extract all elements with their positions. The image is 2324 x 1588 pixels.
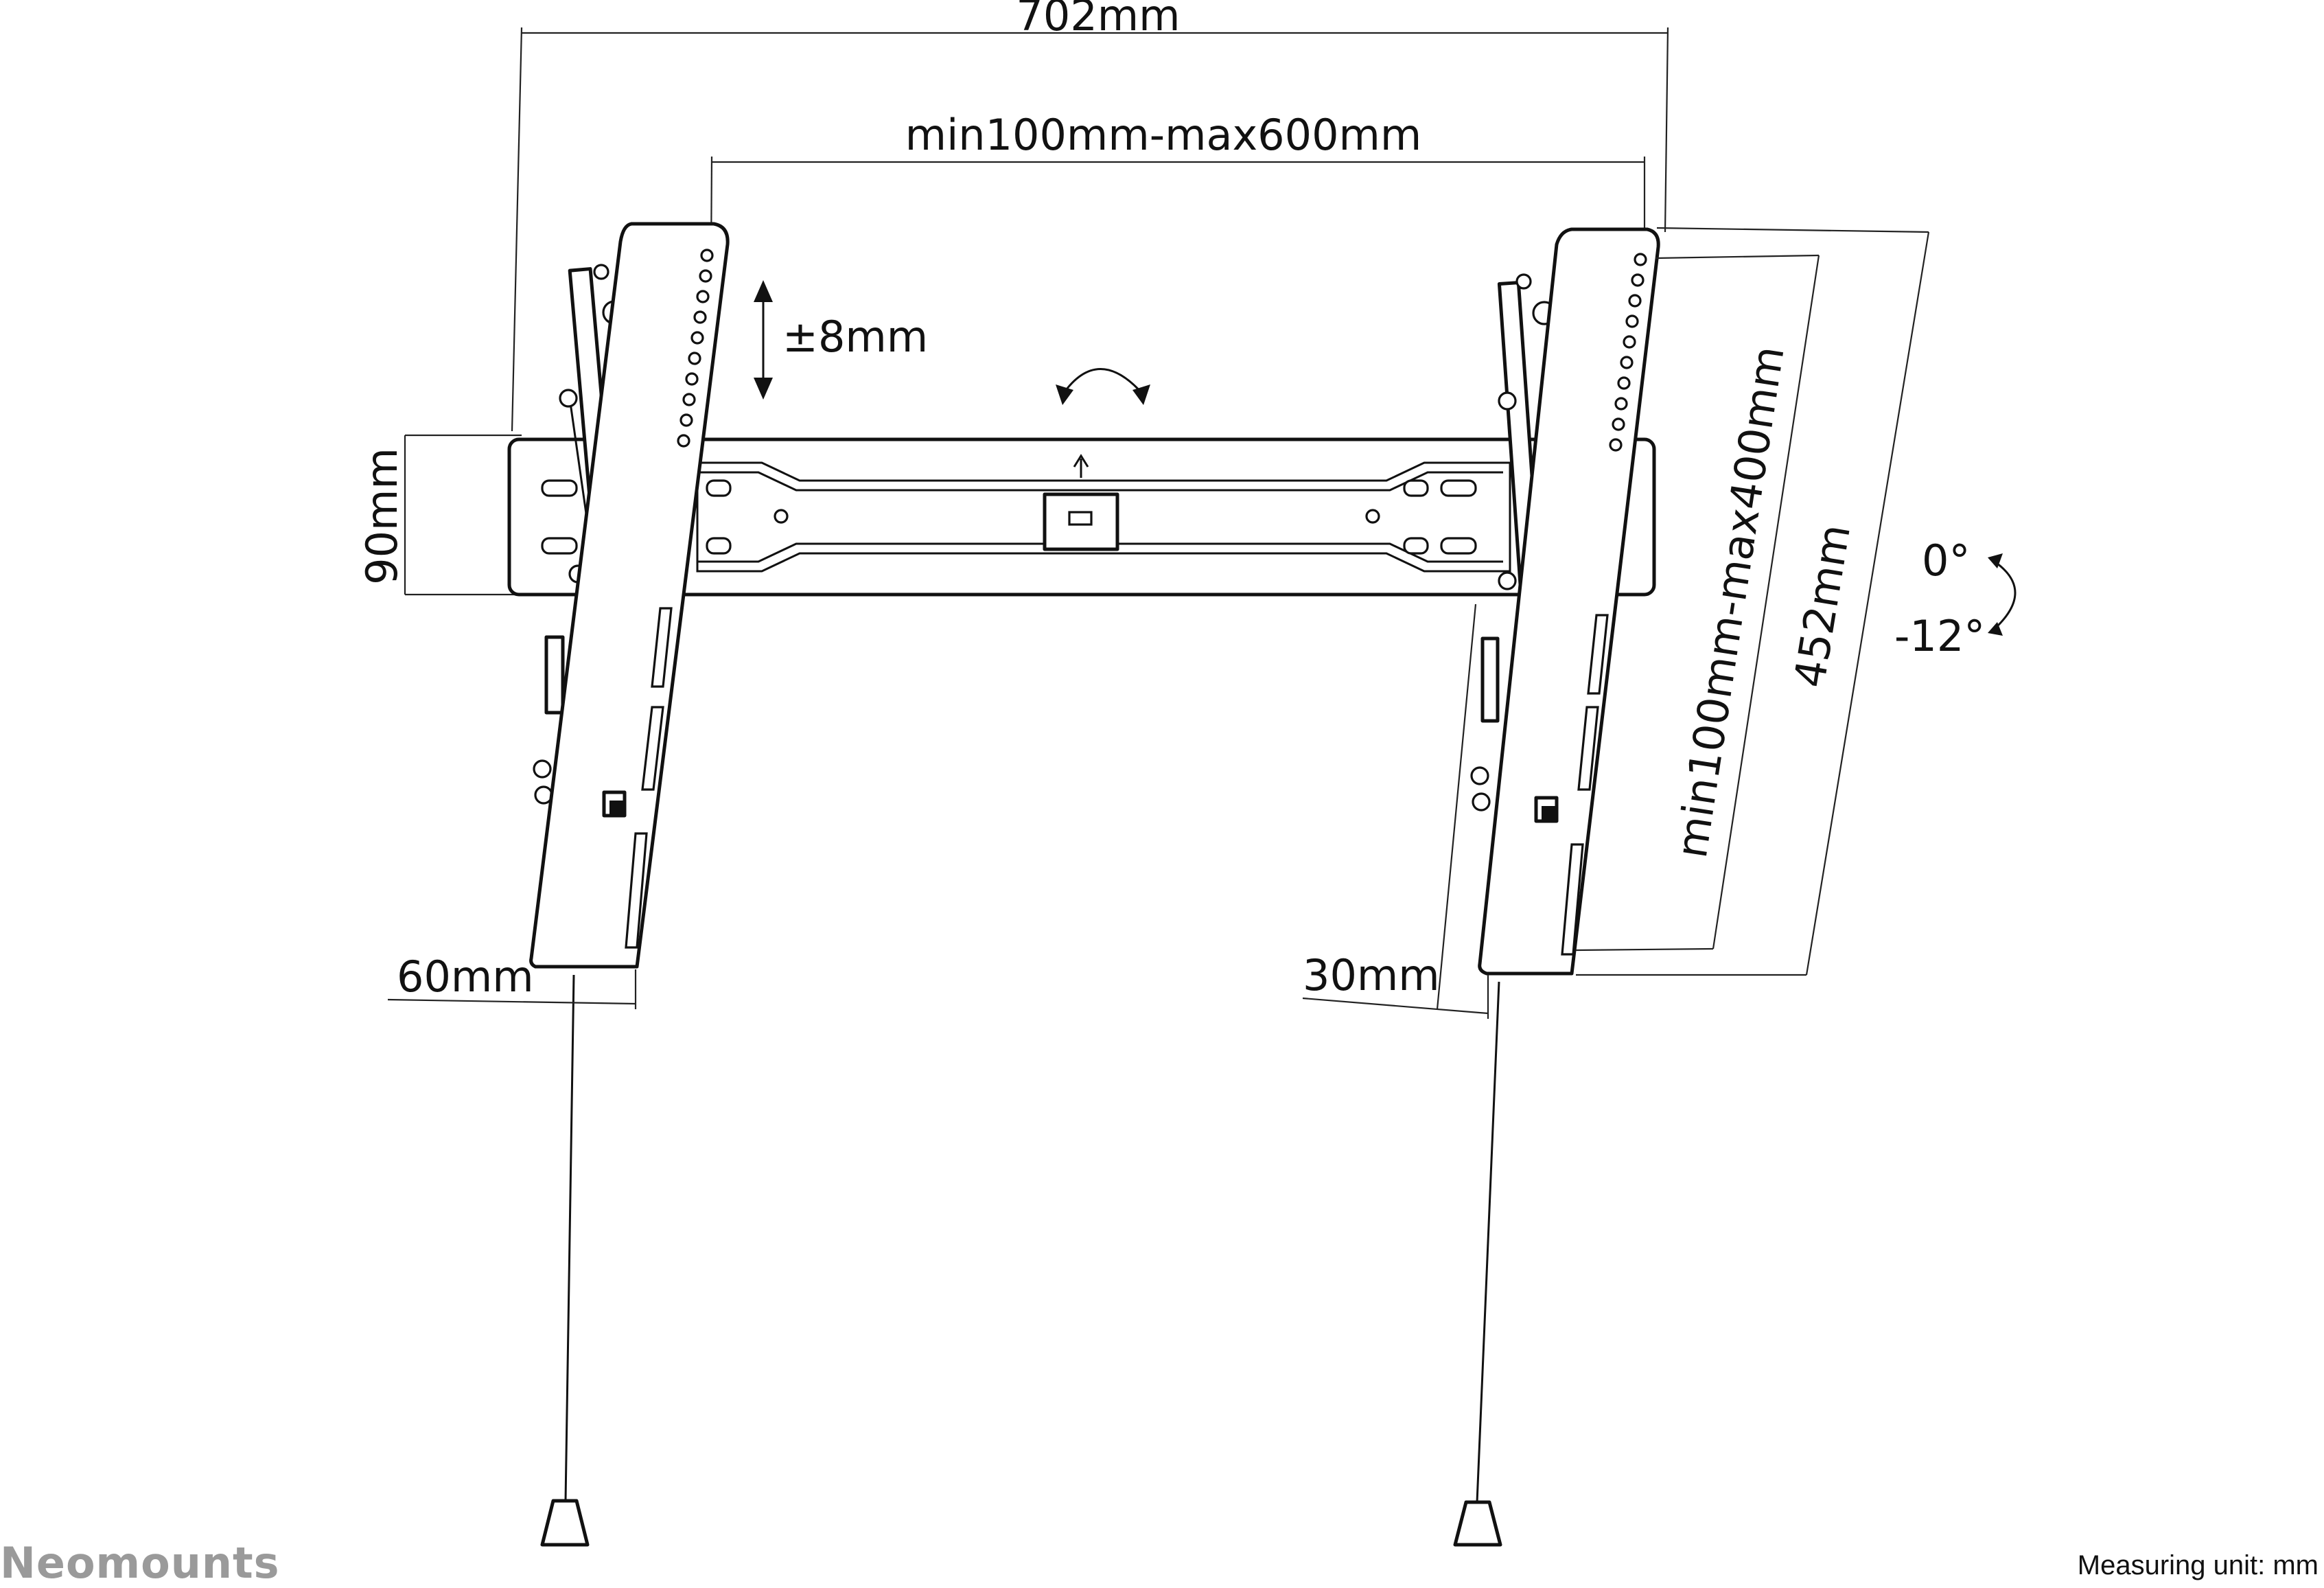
right-arm — [1453, 227, 1660, 1547]
arm-width-label: 60mm — [397, 952, 534, 1002]
left-arm — [529, 222, 730, 1547]
arrow-up-icon — [754, 280, 773, 302]
tilt-arrow-top-icon — [1988, 553, 2003, 568]
arm-height-label: 452mm — [1784, 521, 1860, 691]
up-arrow-icon — [1073, 454, 1089, 478]
overall-width-label: 702mm — [1016, 0, 1180, 41]
measuring-unit-note: Measuring unit: mm — [2077, 1550, 2319, 1580]
arrow-down-icon — [754, 378, 773, 400]
dimension-vesa-horizontal: min100mm-max600mm — [710, 110, 1646, 262]
vesa-vertical-label: min100mm-max400mm — [1666, 343, 1794, 861]
dimension-arm-width: 60mm — [387, 952, 637, 1009]
vesa-horizontal-label: min100mm-max600mm — [905, 110, 1422, 160]
brand-logo: Neomounts — [0, 1538, 280, 1588]
arm-hole-column — [677, 249, 714, 448]
wall-distance-label: 30mm — [1303, 950, 1440, 1000]
dimension-overall-width: 702mm — [511, 0, 1669, 432]
arm-hole-column-right — [1609, 253, 1647, 452]
height-adjust-label: ±8mm — [782, 312, 928, 362]
height-adjust-indicator: ±8mm — [754, 280, 928, 400]
dimension-plate-height: 90mm — [357, 434, 522, 596]
tilt-arrow-bottom-icon — [1988, 622, 2003, 636]
wall-plate — [507, 437, 1656, 597]
rotate-arrows-icon — [1056, 368, 1150, 405]
tilt-indicator: 0° -12° — [1894, 536, 2017, 661]
plate-height-label: 90mm — [357, 448, 407, 585]
tilt-top-label: 0° — [1922, 536, 1970, 586]
dimension-wall-distance: 30mm — [1302, 603, 1489, 1019]
tilt-bottom-label: -12° — [1894, 611, 1985, 661]
